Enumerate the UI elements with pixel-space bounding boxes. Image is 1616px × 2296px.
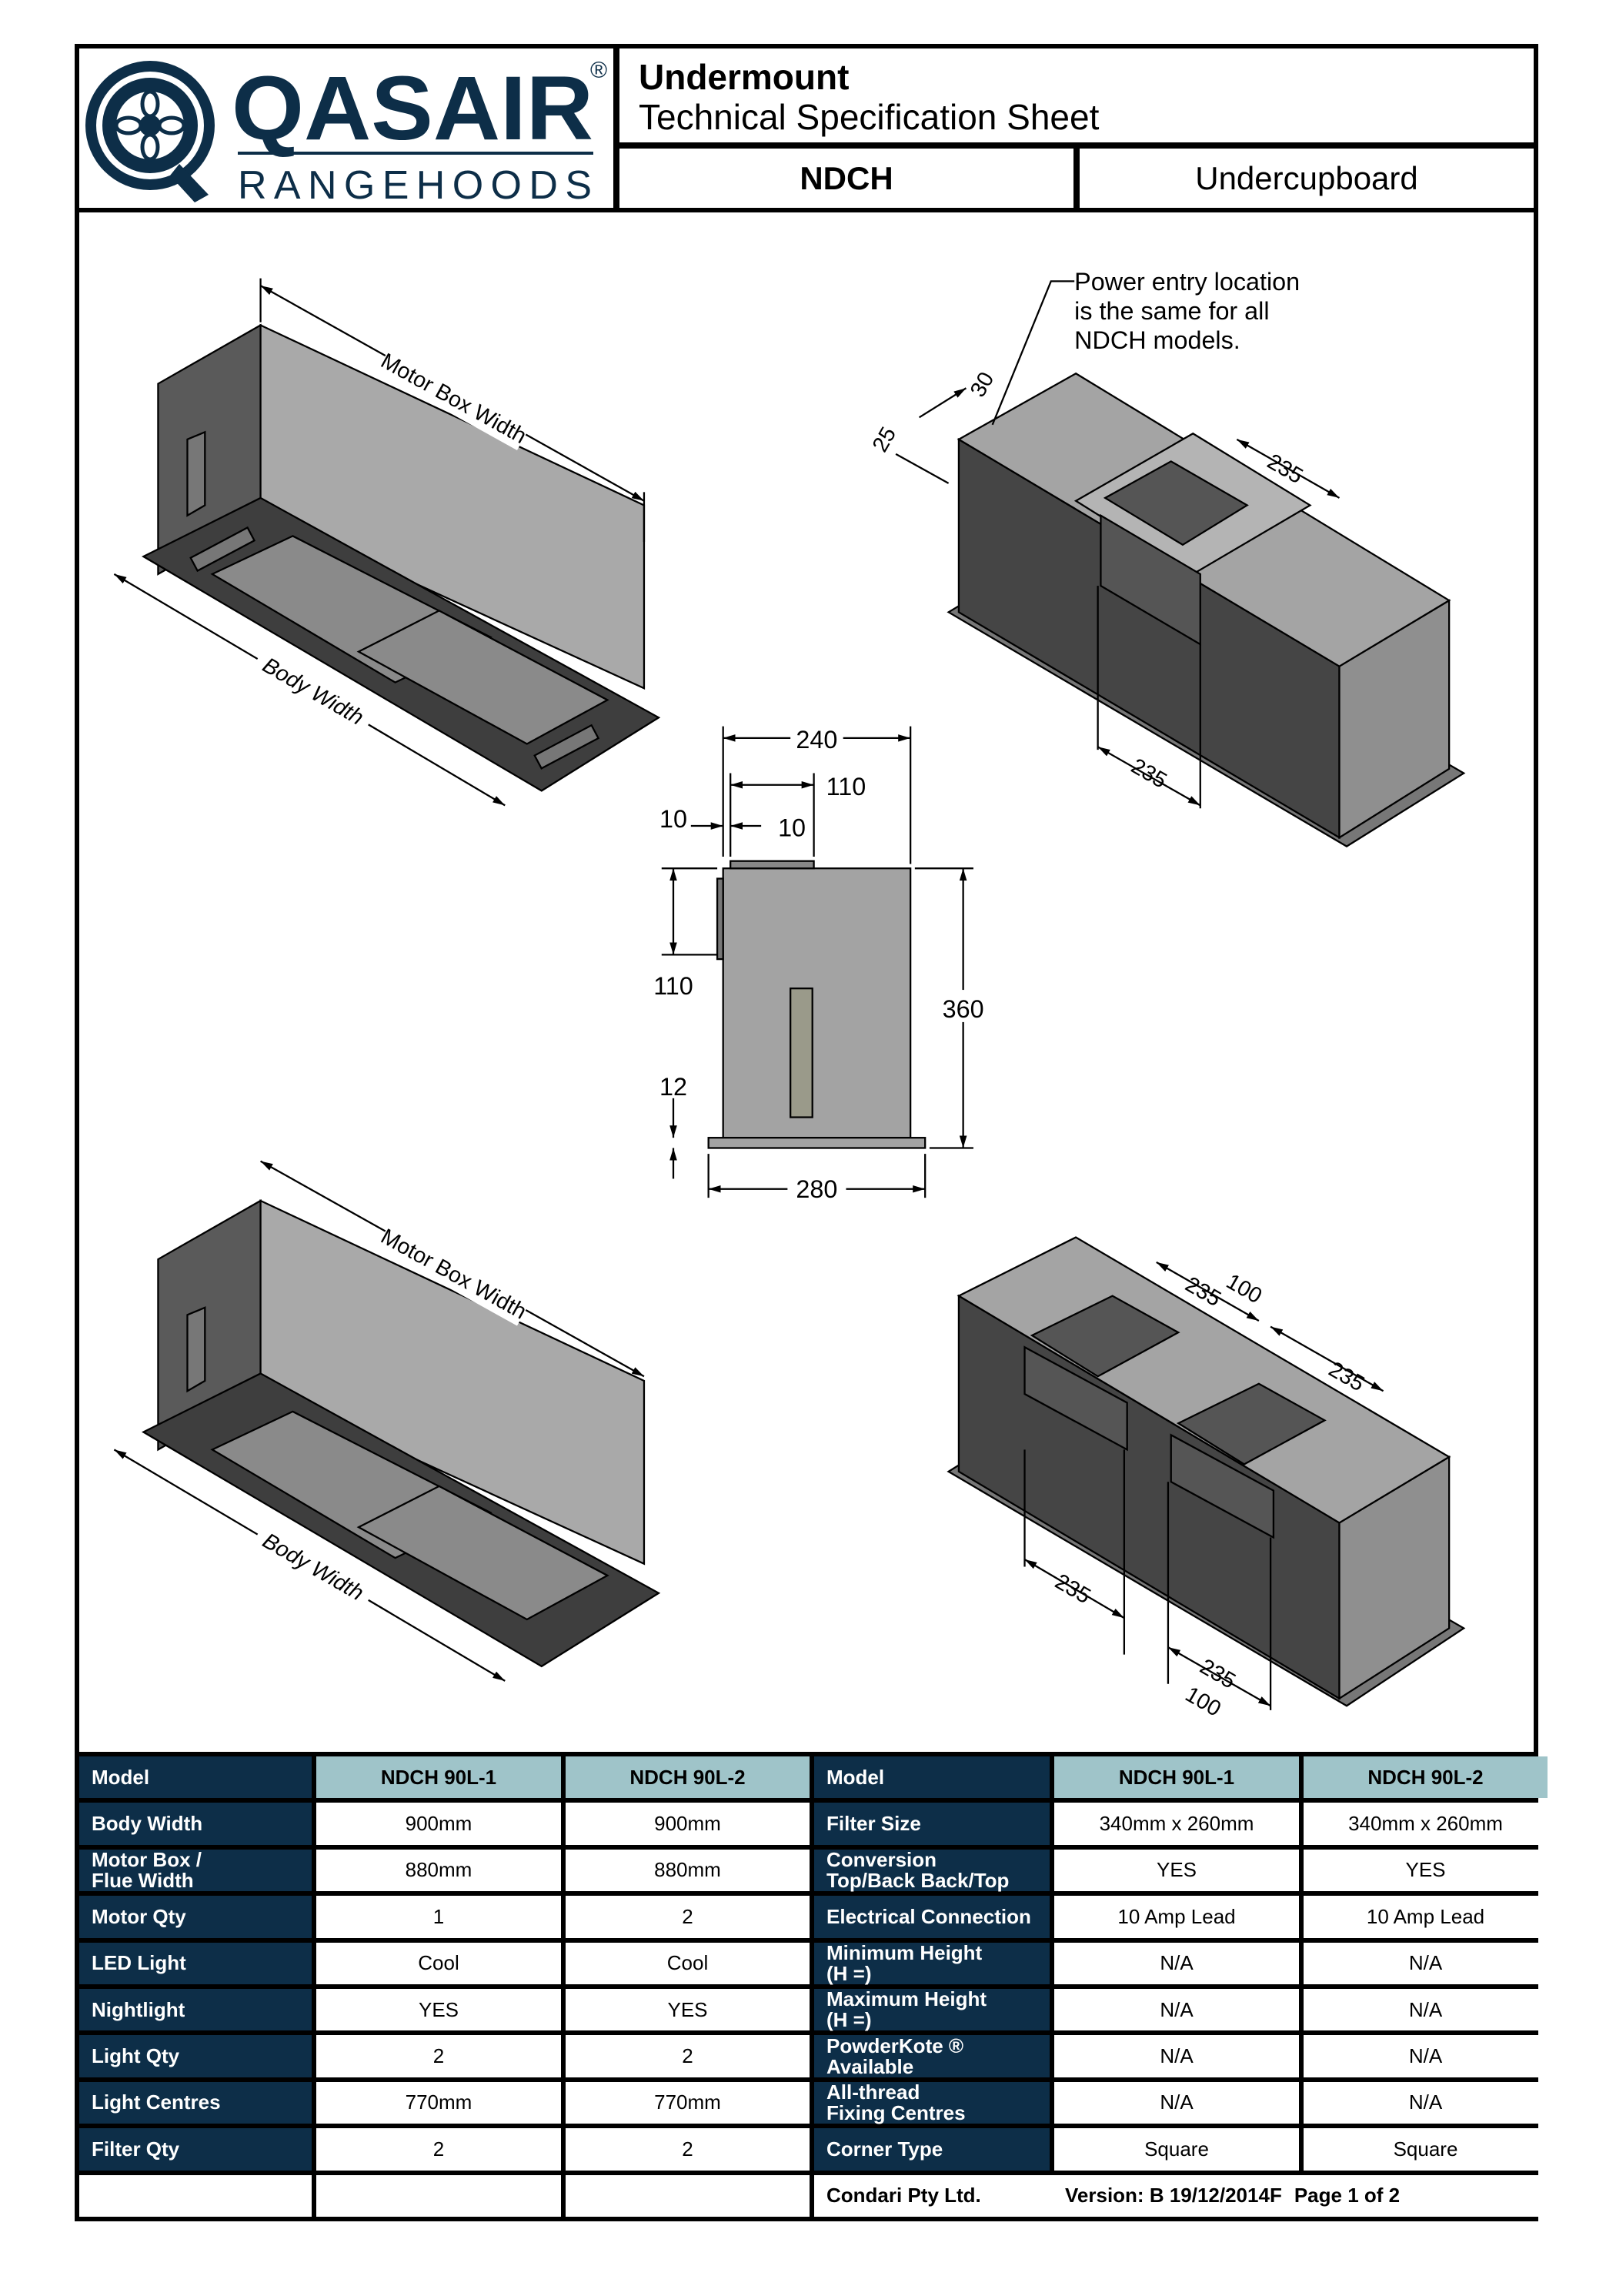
model-header: NDCH 90L-1 <box>316 1756 561 1799</box>
front-view: 240 110 10 10 110 360 12 280 <box>653 723 986 1204</box>
dim-235-c: 235 <box>1050 1569 1094 1609</box>
dim-110-side: 110 <box>653 972 693 1000</box>
spec-value: YES <box>316 1989 561 2031</box>
spec-label: Motor Box / Flue Width <box>79 1849 312 1892</box>
spec-label: Motor Qty <box>79 1896 312 1938</box>
spec-value: N/A <box>1304 1942 1548 1984</box>
dim-25: 25 <box>868 423 902 456</box>
spec-label: Body Width <box>79 1803 312 1845</box>
spec-value: 2 <box>316 2128 561 2171</box>
spec-value: Cool <box>316 1942 561 1984</box>
spec-value: 900mm <box>566 1803 810 1845</box>
empty-cell <box>316 2174 561 2217</box>
qasair-logo: QASAIR ® RANGEHOODS <box>79 48 613 208</box>
spec-value: N/A <box>1054 2035 1299 2077</box>
page-number: Page 1 of 2 <box>1294 2184 1401 2207</box>
document-title: Technical Specification Sheet <box>639 97 1100 137</box>
spec-value: N/A <box>1304 2035 1548 2077</box>
iso-view-bottom-left: Motor Box Width Body Width <box>113 1160 661 1682</box>
dim-30: 30 <box>966 368 1000 401</box>
power-entry-note-line-3: NDCH models. <box>1074 326 1240 354</box>
model-type: Undercupboard <box>1195 160 1418 196</box>
spec-label: Conversion Top/Back Back/Top <box>814 1849 1050 1892</box>
spec-label: Minimum Height (H =) <box>814 1942 1050 1984</box>
iso-view-bottom-right: 235 100 235 235 235 100 <box>947 1236 1466 1722</box>
logo-registered: ® <box>590 58 607 83</box>
model-header: NDCH 90L-2 <box>1304 1756 1548 1799</box>
spec-value: 340mm x 260mm <box>1054 1803 1299 1845</box>
spec-value: N/A <box>1054 1989 1299 2031</box>
spec-value: YES <box>1304 1849 1548 1892</box>
power-entry-note-line-2: is the same for all <box>1074 297 1269 325</box>
spec-value: 10 Amp Lead <box>1304 1896 1548 1938</box>
spec-label: Light Centres <box>79 2081 312 2124</box>
spec-value: N/A <box>1304 2081 1548 2124</box>
page-frame <box>75 44 1538 2221</box>
logo-divider <box>613 44 619 210</box>
spec-value: 770mm <box>316 2081 561 2124</box>
footer-info: Condari Pty Ltd. Version: B 19/12/2014F Pa… <box>814 2174 1548 2217</box>
spec-label: Electrical Connection <box>814 1896 1050 1938</box>
spec-label: LED Light <box>79 1942 312 1984</box>
spec-value: N/A <box>1054 2081 1299 2124</box>
model-name: NDCH <box>800 160 893 196</box>
spec-value: 2 <box>566 2128 810 2171</box>
spec-value: 10 Amp Lead <box>1054 1896 1299 1938</box>
spec-value: YES <box>566 1989 810 2031</box>
dim-10-left: 10 <box>659 805 687 833</box>
dim-12: 12 <box>659 1073 687 1101</box>
company-name: Condari Pty Ltd. <box>826 2184 981 2207</box>
model-header: NDCH 90L-1 <box>1054 1756 1299 1799</box>
spec-value: Square <box>1304 2128 1548 2171</box>
spec-value: 2 <box>316 2035 561 2077</box>
dim-10-right: 10 <box>778 814 806 841</box>
version-info: Version: B 19/12/2014F <box>1065 2184 1282 2207</box>
spec-label: Nightlight <box>79 1989 312 2031</box>
spec-value: 340mm x 260mm <box>1304 1803 1548 1845</box>
power-entry-note-line-1: Power entry location <box>1074 268 1300 296</box>
spec-label: Maximum Height (H =) <box>814 1989 1050 2031</box>
spec-label: Model <box>814 1756 1050 1799</box>
dim-240: 240 <box>796 726 837 754</box>
spec-label: Filter Qty <box>79 2128 312 2171</box>
dim-110-top: 110 <box>826 773 866 800</box>
spec-label: Light Qty <box>79 2035 312 2077</box>
empty-cell <box>566 2174 810 2217</box>
iso-view-top-left: Motor Box Width Body Width <box>113 278 661 807</box>
spec-value: 2 <box>566 2035 810 2077</box>
empty-cell <box>79 2174 312 2217</box>
dim-235-front: 235 <box>1127 754 1170 794</box>
spec-value: 2 <box>566 1896 810 1938</box>
spec-value: N/A <box>1304 1989 1548 2031</box>
spec-value: Square <box>1054 2128 1299 2171</box>
spec-label: Model <box>79 1756 312 1799</box>
title-divider <box>613 142 1538 149</box>
spec-value: 880mm <box>316 1849 561 1892</box>
dim-280: 280 <box>796 1175 837 1203</box>
dim-360: 360 <box>943 995 984 1023</box>
spec-value: 1 <box>316 1896 561 1938</box>
spec-label: All-thread Fixing Centres <box>814 2081 1050 2124</box>
title-block: Undermount Technical Specification Sheet <box>625 48 1533 142</box>
spec-label: Corner Type <box>814 2128 1050 2171</box>
iso-view-top-right: Power entry location is the same for all… <box>868 268 1466 847</box>
spec-label: PowderKote ® Available <box>814 2035 1050 2077</box>
spec-value: Cool <box>566 1942 810 1984</box>
spec-value: YES <box>1054 1849 1299 1892</box>
model-header: NDCH 90L-2 <box>566 1756 810 1799</box>
spec-value: 770mm <box>566 2081 810 2124</box>
document-category: Undermount <box>639 57 850 97</box>
spec-value: 900mm <box>316 1803 561 1845</box>
fan-q-icon <box>85 61 215 202</box>
model-divider <box>1073 146 1080 209</box>
spec-value: N/A <box>1054 1942 1299 1984</box>
spec-value: 880mm <box>566 1849 810 1892</box>
logo-rule <box>238 152 593 155</box>
logo-brand: QASAIR <box>232 58 593 159</box>
spec-label: Filter Size <box>814 1803 1050 1845</box>
header-divider <box>75 208 1538 212</box>
